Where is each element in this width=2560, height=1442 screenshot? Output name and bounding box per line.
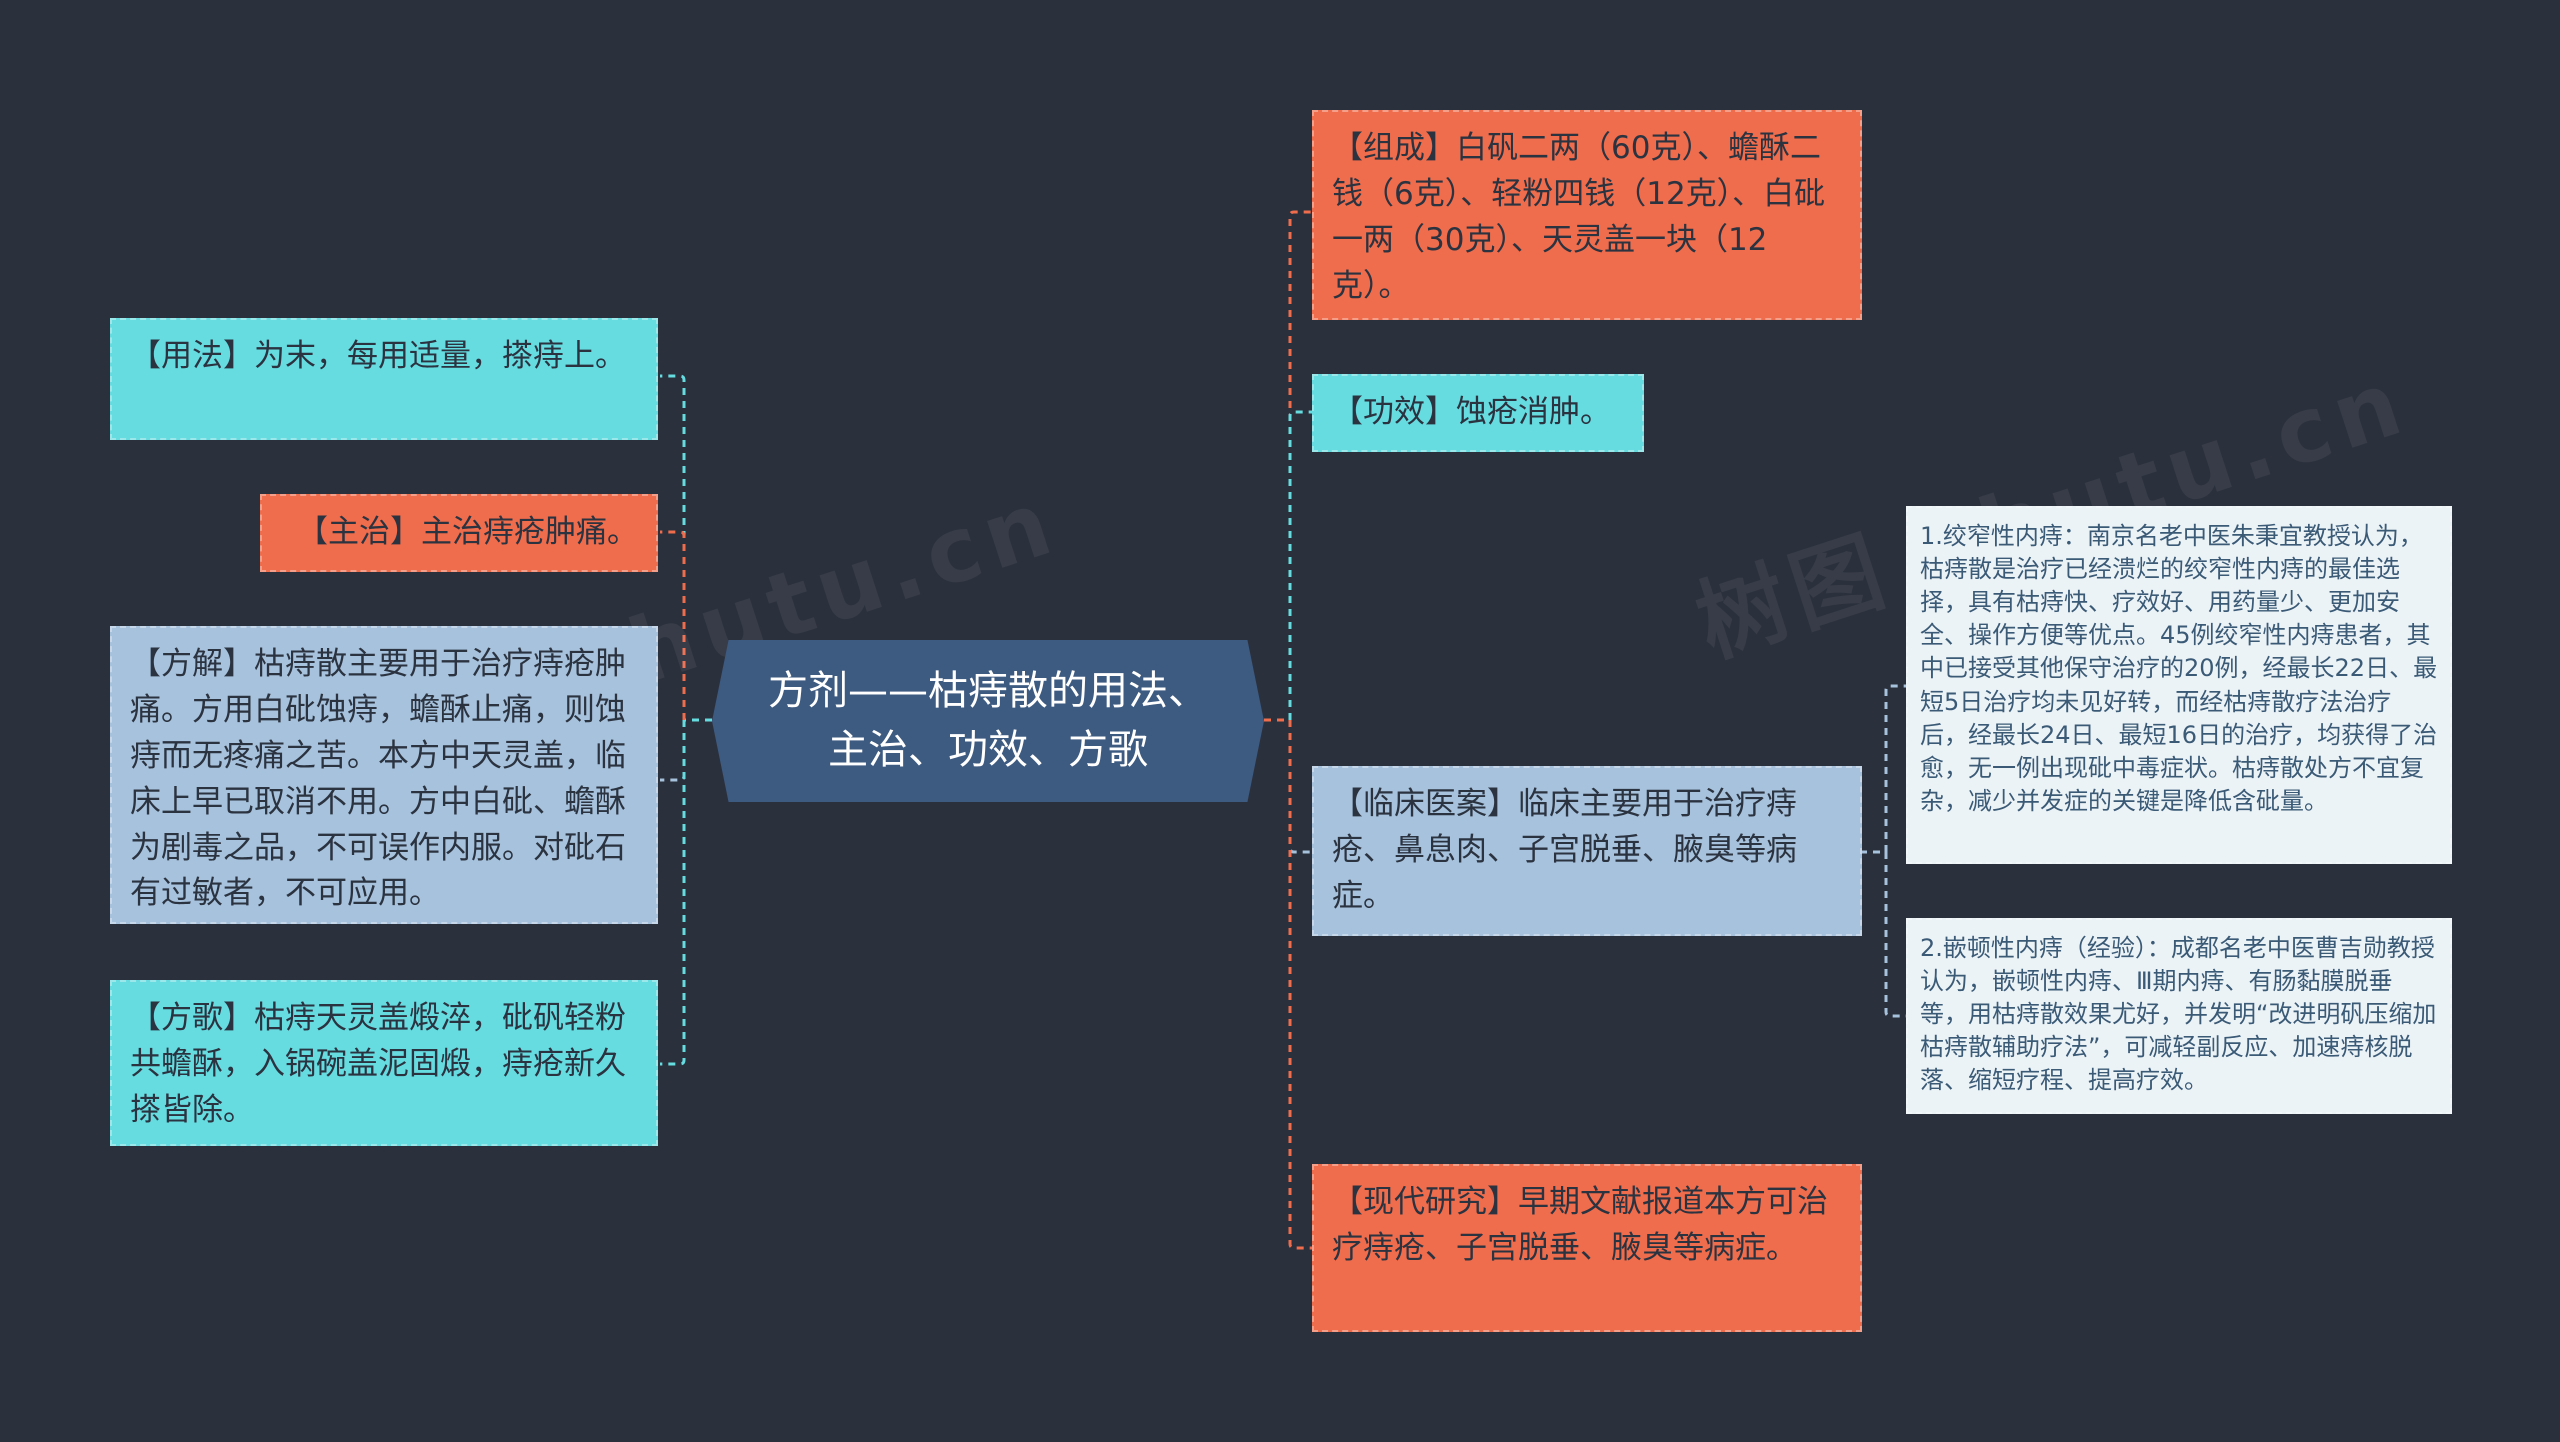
node-clinical-cases-text: 【临床医案】临床主要用于治疗痔疮、鼻息肉、子宫脱垂、腋臭等病症。: [1332, 786, 1797, 914]
node-case-1[interactable]: 1.绞窄性内痔：南京名老中医朱秉宜教授认为，枯痔散是治疗已经溃烂的绞窄性内痔的最…: [1906, 506, 2452, 864]
node-efficacy-text: 【功效】蚀疮消肿。: [1332, 394, 1611, 430]
central-topic[interactable]: 方剂——枯痔散的用法、主治、功效、方歌: [712, 640, 1264, 802]
node-case-2[interactable]: 2.嵌顿性内痔（经验）：成都名老中医曹吉勋教授认为，嵌顿性内痔、Ⅲ期内痔、有肠黏…: [1906, 918, 2452, 1114]
node-indication-text: 【主治】主治痔疮肿痛。: [297, 514, 638, 550]
node-clinical-cases[interactable]: 【临床医案】临床主要用于治疗痔疮、鼻息肉、子宫脱垂、腋臭等病症。: [1312, 766, 1862, 936]
node-modern-research-text: 【现代研究】早期文献报道本方可治疗痔疮、子宫脱垂、腋臭等病症。: [1332, 1184, 1828, 1266]
node-composition-text: 【组成】白矾二两（60克）、蟾酥二钱（6克）、轻粉四钱（12克）、白砒一两（30…: [1332, 130, 1826, 304]
node-formula-explanation-text: 【方解】枯痔散主要用于治疗痔疮肿痛。方用白砒蚀痔，蟾酥止痛，则蚀痔而无疼痛之苦。…: [130, 646, 626, 912]
node-formula-song-text: 【方歌】枯痔天灵盖煅淬，砒矾轻粉共蟾酥，入锅碗盖泥固煅，痔疮新久搽皆除。: [130, 1000, 626, 1128]
node-case-1-text: 1.绞窄性内痔：南京名老中医朱秉宜教授认为，枯痔散是治疗已经溃烂的绞窄性内痔的最…: [1920, 522, 2438, 815]
node-formula-song[interactable]: 【方歌】枯痔天灵盖煅淬，砒矾轻粉共蟾酥，入锅碗盖泥固煅，痔疮新久搽皆除。: [110, 980, 658, 1146]
node-composition[interactable]: 【组成】白矾二两（60克）、蟾酥二钱（6克）、轻粉四钱（12克）、白砒一两（30…: [1312, 110, 1862, 320]
central-topic-label: 方剂——枯痔散的用法、主治、功效、方歌: [768, 667, 1208, 773]
node-usage-text: 【用法】为末，每用适量，搽痔上。: [130, 338, 626, 374]
node-usage[interactable]: 【用法】为末，每用适量，搽痔上。: [110, 318, 658, 440]
node-efficacy[interactable]: 【功效】蚀疮消肿。: [1312, 374, 1644, 452]
node-modern-research[interactable]: 【现代研究】早期文献报道本方可治疗痔疮、子宫脱垂、腋臭等病症。: [1312, 1164, 1862, 1332]
node-formula-explanation[interactable]: 【方解】枯痔散主要用于治疗痔疮肿痛。方用白砒蚀痔，蟾酥止痛，则蚀痔而无疼痛之苦。…: [110, 626, 658, 924]
node-indication[interactable]: 【主治】主治痔疮肿痛。: [260, 494, 658, 572]
node-case-2-text: 2.嵌顿性内痔（经验）：成都名老中医曹吉勋教授认为，嵌顿性内痔、Ⅲ期内痔、有肠黏…: [1920, 934, 2437, 1095]
